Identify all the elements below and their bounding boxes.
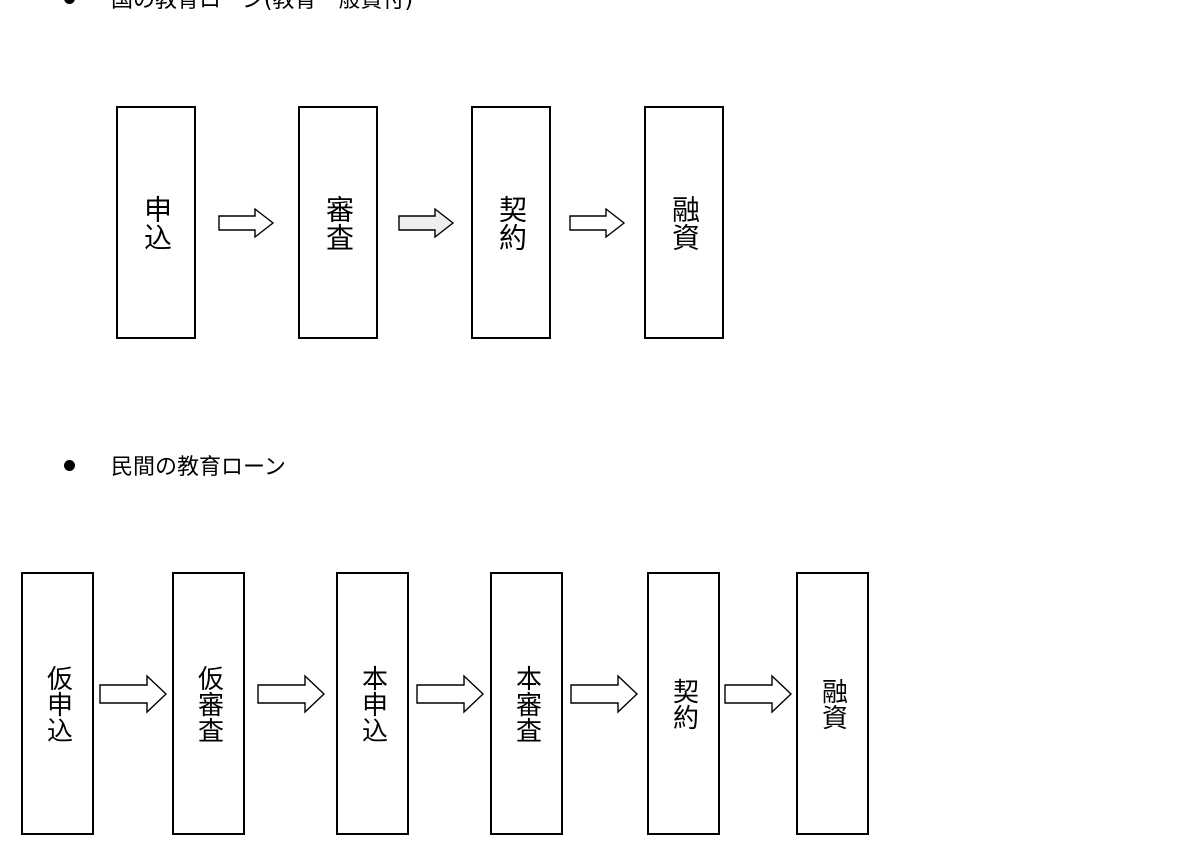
- step-label: 融資: [668, 194, 701, 251]
- step-label: 契約: [668, 677, 699, 730]
- step-label: 仮申込: [42, 664, 73, 743]
- right-arrow-icon: [724, 674, 793, 714]
- step-label: 融資: [817, 677, 848, 730]
- bullet-icon: [64, 0, 75, 4]
- bullet-icon: [64, 459, 75, 471]
- section-title: 国の教育ローン(教育一般貸付): [111, 0, 414, 13]
- step-box-financing: 融資: [796, 572, 869, 835]
- step-label: 仮審査: [193, 664, 224, 743]
- step-label: 申込: [140, 194, 173, 251]
- section-heading-national-loan: 国の教育ローン(教育一般貸付): [64, 0, 413, 14]
- step-label: 本審査: [511, 664, 542, 743]
- step-box-pre-screening: 仮審査: [172, 572, 245, 835]
- right-arrow-icon: [99, 674, 168, 714]
- right-arrow-icon: [569, 207, 626, 239]
- step-box-financing: 融資: [644, 106, 724, 339]
- step-box-main-application: 本申込: [336, 572, 409, 835]
- step-box-screening: 審査: [298, 106, 378, 339]
- step-box-pre-application: 仮申込: [21, 572, 94, 835]
- right-arrow-icon: [257, 674, 326, 714]
- section-title: 民間の教育ローン: [111, 455, 286, 480]
- step-box-contract: 契約: [647, 572, 720, 835]
- step-label: 本申込: [357, 664, 388, 743]
- right-arrow-icon: [416, 674, 485, 714]
- step-label: 契約: [495, 194, 528, 251]
- right-arrow-icon: [398, 207, 455, 239]
- step-label: 審査: [322, 194, 355, 251]
- step-box-contract: 契約: [471, 106, 551, 339]
- right-arrow-icon: [570, 674, 639, 714]
- step-box-main-screening: 本審査: [490, 572, 563, 835]
- section-heading-private-loan: 民間の教育ローン: [64, 449, 286, 481]
- step-box-application: 申込: [116, 106, 196, 339]
- right-arrow-icon: [218, 207, 275, 239]
